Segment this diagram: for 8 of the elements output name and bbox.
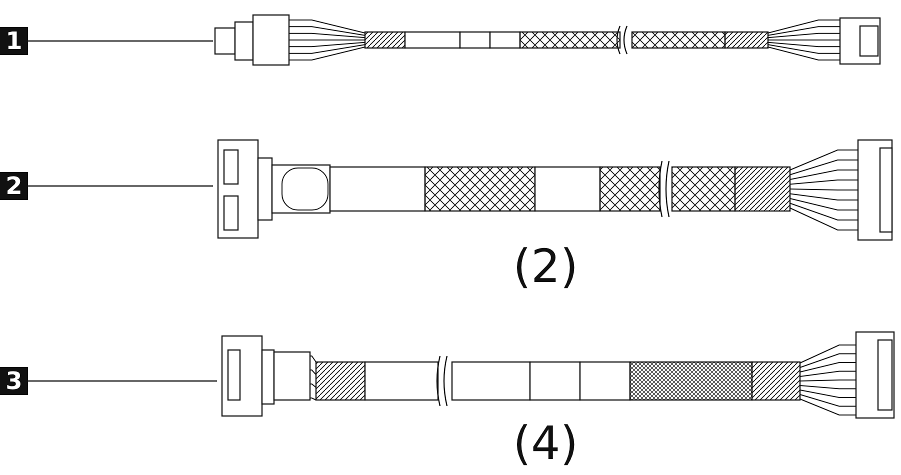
quantity-label: (2) <box>513 243 578 289</box>
leader-line <box>28 40 213 42</box>
callout-number: 1 <box>0 27 28 55</box>
leader-line <box>28 185 213 187</box>
quantity-label: (4) <box>513 420 578 466</box>
leader-line <box>28 380 217 382</box>
callout-number: 3 <box>0 367 28 395</box>
callout-number: 2 <box>0 172 28 200</box>
